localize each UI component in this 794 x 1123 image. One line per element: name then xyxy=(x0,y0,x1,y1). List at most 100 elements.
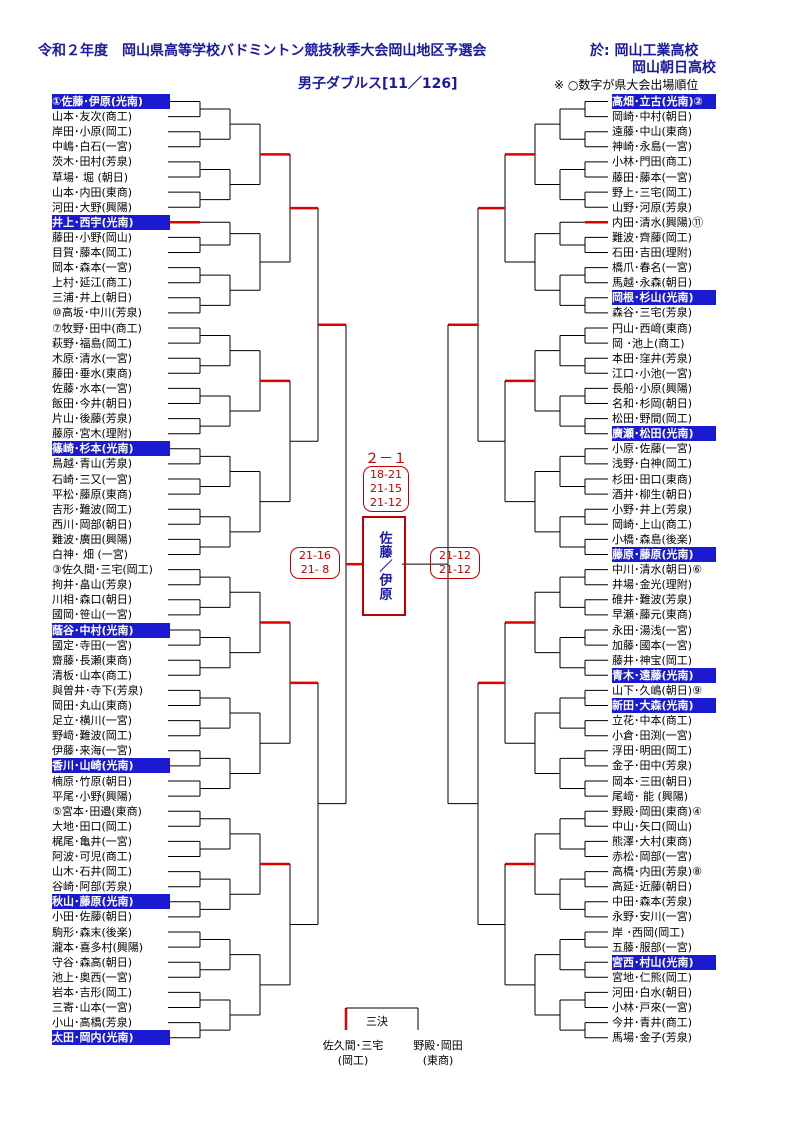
left-entry: 三浦･井上(朝日) xyxy=(52,291,133,305)
left-entry: 山本･友次(商工) xyxy=(52,110,133,124)
left-entry: 片山･後藤(芳泉) xyxy=(52,412,133,426)
left-entry: 白神･ 畑 (一宮) xyxy=(52,548,129,561)
right-entry: 山下･久嶋(朝日)⑨ xyxy=(612,683,702,697)
left-entry: 梶尾･亀井(一宮) xyxy=(52,834,133,848)
left-entry: 飯田･今井(朝日) xyxy=(52,397,133,410)
final-result: ２－１ xyxy=(365,451,407,467)
right-entry: 藤田･藤本(一宮) xyxy=(612,170,693,184)
left-entry: ①佐藤･伊原(光南) xyxy=(52,94,170,109)
third-place-pair-b-school: (東商) xyxy=(422,1054,454,1067)
left-entry: 太田･岡内(光南) xyxy=(52,1030,170,1046)
left-entry: 山本･内田(東商) xyxy=(52,185,133,199)
left-entry: 上村･延江(商工) xyxy=(52,276,133,290)
right-entry: 五藤･服部(一宮) xyxy=(612,940,693,954)
left-entry: 國岡･笹山(一宮) xyxy=(52,608,133,622)
page-title: 令和２年度 岡山県高等学校バドミントン競技秋季大会岡山地区予選会 xyxy=(38,43,487,59)
left-entry: 香川･山崎(光南) xyxy=(52,758,170,774)
left-entry: 國定･寺田(一宮) xyxy=(52,638,133,652)
right-entry: 井場･金光(理附) xyxy=(612,578,693,592)
right-entry: 松田･野間(岡工) xyxy=(612,412,693,426)
right-entry: 藤井･神宝(岡工) xyxy=(612,653,693,667)
right-entry: 今井･青井(商工) xyxy=(612,1016,693,1030)
left-entry: 井上･西宇(光南) xyxy=(52,214,170,230)
right-entry: 永野･安川(一宮) xyxy=(612,910,693,924)
left-entry: 岩本･吉形(岡工) xyxy=(52,985,133,999)
right-entry: 赤松･岡部(一宮) xyxy=(612,850,693,863)
right-entry: 内田･清水(興陽)⑪ xyxy=(612,215,704,229)
final-game-1: 18-21 xyxy=(370,468,402,481)
left-entry: 駒形･森末(後楽) xyxy=(52,925,133,939)
champion-name: 佐藤／伊原 xyxy=(376,531,392,601)
right-entry: 熊澤･大村(東商) xyxy=(612,834,693,848)
left-entry: ③佐久間･三宅(岡工) xyxy=(52,563,153,577)
left-entry: 藤田･小野(岡山) xyxy=(52,230,133,244)
left-entry: 清板･山本(商工) xyxy=(52,668,133,682)
venue-line-2: 岡山朝日高校 xyxy=(632,60,716,76)
right-entry: 中田･森本(芳泉) xyxy=(612,895,693,909)
right-entry: 円山･西﨑(東商) xyxy=(612,321,693,335)
final-game-2: 21-15 xyxy=(370,482,402,495)
left-entry: 楠原･竹原(朝日) xyxy=(52,774,133,788)
right-entry: 岡崎･中村(朝日) xyxy=(612,110,693,124)
semifinal-right-game-2: 21-12 xyxy=(439,563,471,576)
final-games: 18-21 21-15 21-12 xyxy=(363,466,409,512)
left-entry: 岡本･森本(一宮) xyxy=(52,261,133,275)
left-entry: 草場･ 堀 (朝日) xyxy=(52,170,129,184)
right-entry: 小原･佐藤(一宮) xyxy=(612,442,693,456)
third-place-pair-b: 野殿･岡田 (東商) xyxy=(400,1038,476,1068)
right-entry: 岡根･杉山(光南) xyxy=(612,290,716,306)
left-entry: 瀧本･喜多村(興陽) xyxy=(52,940,144,954)
left-entry: 石崎･三又(一宮) xyxy=(52,472,133,486)
right-entry: 山野･河原(芳泉) xyxy=(612,200,693,214)
left-entry: 齋藤･長瀬(東商) xyxy=(52,653,133,667)
third-place-pair-b-names: 野殿･岡田 xyxy=(413,1039,463,1052)
left-entry: 萩野･福島(岡工) xyxy=(52,336,133,350)
left-entry: 谷崎･阿部(芳泉) xyxy=(52,880,133,894)
venue-line-1: 於: 岡山工業高校 xyxy=(590,43,699,59)
right-entry: 高畑･立古(光南)② xyxy=(612,94,716,109)
left-entry: ⑤宮本･田邉(東商) xyxy=(52,804,142,818)
left-entry: 蔭谷･中村(光南) xyxy=(52,622,170,638)
semifinal-right-score: 21-12 21-12 xyxy=(430,547,480,579)
left-entry: 野﨑･難波(岡工) xyxy=(52,729,133,743)
left-entry: 阿波･可児(商工) xyxy=(52,850,133,863)
right-entry: 馬場･金子(芳泉) xyxy=(612,1031,693,1045)
right-entry: 酒井･柳生(朝日) xyxy=(612,487,693,501)
right-entry: 藤原･藤原(光南) xyxy=(612,547,716,562)
right-entry: 新田･大森(光南) xyxy=(612,698,716,713)
third-place-pair-a-school: (岡工) xyxy=(337,1054,369,1067)
left-entry: 難波･廣田(興陽) xyxy=(52,532,133,546)
right-entry: 高延･近藤(朝日) xyxy=(612,880,693,894)
left-entry: 木原･清水(一宮) xyxy=(52,351,133,365)
right-entry: 石田･吉田(理附) xyxy=(612,246,693,259)
right-entry: 小林･戸來(一宮) xyxy=(612,1001,693,1014)
right-entry: 中川･清水(朝日)⑥ xyxy=(612,563,702,577)
champion-box: 佐藤／伊原 xyxy=(362,516,406,616)
right-entry: 小橋･森島(後楽) xyxy=(612,532,693,546)
left-entry: ⑦牧野･田中(商工) xyxy=(52,321,142,335)
left-entry: 西川･岡部(朝日) xyxy=(52,517,133,531)
left-entry: ⑩高坂･中川(芳泉) xyxy=(52,306,142,320)
left-entry: 河田･大野(興陽) xyxy=(52,200,133,214)
left-entry: 中嶋･白石(一宮) xyxy=(52,140,133,154)
right-entry: 宮西･村山(光南) xyxy=(612,954,716,970)
right-entry: 加藤･國本(一宮) xyxy=(612,638,693,652)
right-entry: 廣瀬･松田(光南) xyxy=(612,426,716,442)
third-place-pair-a-names: 佐久間･三宅 xyxy=(322,1039,384,1052)
right-entry: 浅野･白神(岡工) xyxy=(612,457,693,471)
right-entry: 馬越･永森(朝日) xyxy=(612,276,693,290)
left-entry: 吉形･難波(岡工) xyxy=(52,502,133,516)
left-entry: 足立･横川(一宮) xyxy=(52,714,133,728)
left-entry: 川相･森口(朝日) xyxy=(52,593,133,607)
right-entry: 長船･小原(興陽) xyxy=(612,381,693,395)
left-entry: 小田･佐藤(朝日) xyxy=(52,910,133,924)
right-entry: 岸 ･西岡(岡工) xyxy=(612,925,685,939)
right-entry: 野殿･岡田(東商)④ xyxy=(612,804,702,818)
right-entry: 河田･白水(朝日) xyxy=(612,985,693,999)
left-entry: 藤原･宮木(理附) xyxy=(52,427,133,441)
left-entry: 池上･奥西(一宮) xyxy=(52,970,133,984)
right-entry: 岡 ･池上(商工) xyxy=(612,336,685,350)
left-entry: 茨木･田村(芳泉) xyxy=(52,155,133,169)
left-entry: 篠崎･杉本(光南) xyxy=(52,441,170,457)
right-entry: 遠藤･中山(東商) xyxy=(612,125,693,139)
